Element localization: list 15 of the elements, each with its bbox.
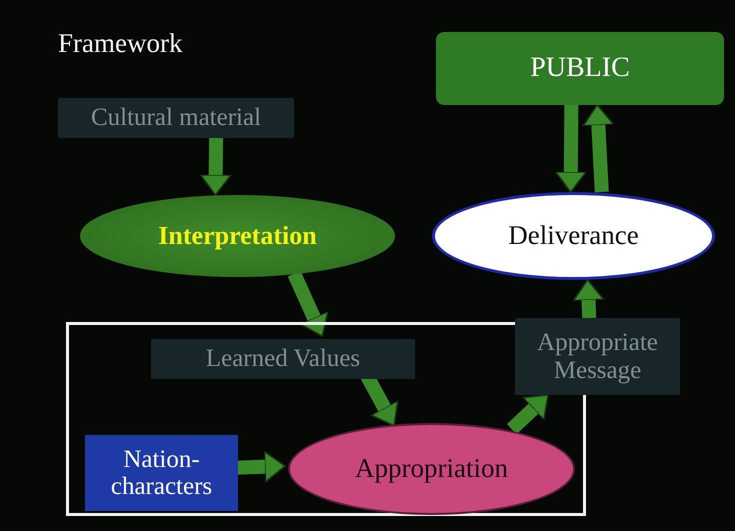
process-ellipse: Appropriation [288, 423, 575, 515]
arrow [582, 104, 614, 192]
process-ellipse: Interpretation [80, 195, 395, 277]
text-box: Cultural material [58, 98, 294, 138]
arrow [288, 270, 328, 337]
arrow [506, 394, 549, 434]
title: Framework [58, 28, 182, 59]
arrow [572, 279, 604, 318]
process-ellipse: Deliverance [432, 192, 715, 280]
process-box: Nation-characters [85, 435, 238, 511]
arrow [555, 104, 587, 193]
arrow [200, 138, 232, 196]
text-box: Learned Values [151, 339, 415, 379]
process-box: PUBLIC [436, 32, 724, 105]
text-box: Appropriate Message [515, 318, 680, 395]
